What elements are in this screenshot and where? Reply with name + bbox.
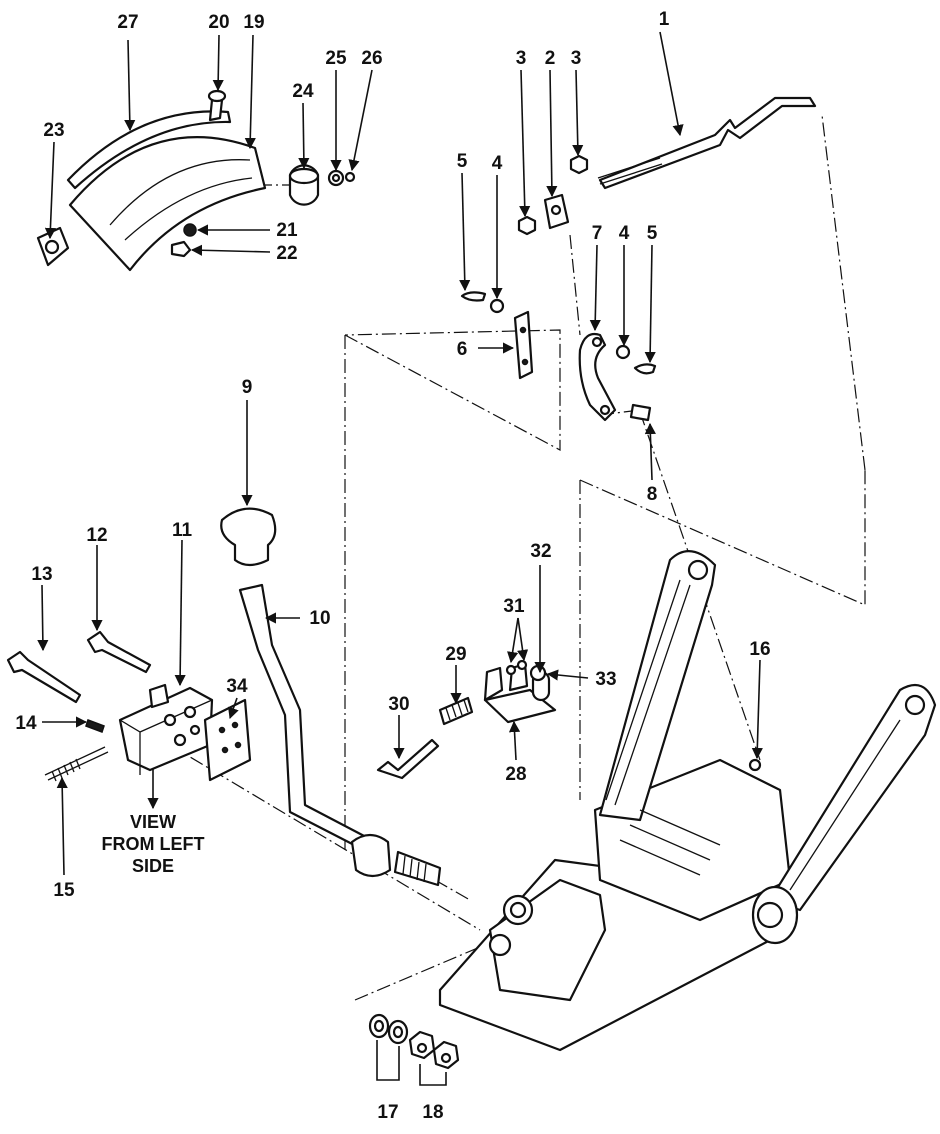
lever-7 [578,332,617,422]
callout-23: 23 [43,120,64,141]
spring-14 [85,719,105,733]
leader-lines [37,31,763,1086]
callout-18: 18 [422,1102,443,1123]
note-line-1: VIEW [130,812,176,832]
callout-19: 19 [243,12,264,33]
callout-4b: 4 [619,223,630,244]
knob-9 [220,507,277,567]
washer-4-right [615,344,631,360]
cotter-5-left [460,291,487,302]
callout-labels: 1 2 3 3 4 4 5 5 6 7 8 9 10 11 12 13 14 1… [15,9,770,1123]
callout-15: 15 [53,880,75,901]
washer-4-left [489,298,505,314]
callout-12: 12 [86,525,107,546]
fasteners-bottom [368,1013,460,1070]
callout-9: 9 [242,377,253,398]
callout-5b: 5 [647,223,658,244]
bracket-assembly [376,659,557,780]
callout-33: 33 [595,669,616,690]
view-note: VIEW FROM LEFT SIDE [102,812,205,876]
callout-14: 14 [15,713,37,734]
quadrant-assembly [36,89,356,272]
lift-arm-right [768,683,937,912]
callout-24: 24 [292,81,314,102]
callout-11: 11 [172,520,193,541]
callout-10: 10 [309,608,330,629]
pin-16 [748,758,762,772]
callout-5a: 5 [457,151,468,172]
callout-25: 25 [325,48,347,69]
nut-3-right [569,154,589,175]
pin-8 [629,403,652,422]
callout-3a: 3 [516,48,527,69]
callout-26: 26 [361,48,382,69]
callout-8: 8 [647,484,658,505]
valve-assembly [6,630,252,782]
lever-10 [238,583,370,850]
screw-20 [208,98,224,122]
callout-17: 17 [377,1102,398,1123]
upper-linkage [460,96,817,422]
spring-15 [44,746,109,782]
lever-assembly [220,507,442,887]
nut-22 [170,240,192,258]
main-housing [438,550,937,1052]
bolt-13 [6,650,82,704]
callout-16: 16 [749,639,770,660]
bolt-30 [376,738,440,780]
note-line-2: FROM LEFT [102,834,205,854]
callout-29: 29 [445,644,466,665]
note-line-3: SIDE [132,856,174,876]
spring-21 [183,223,197,237]
lift-arm-left [598,550,717,822]
washer-33 [529,664,547,682]
callout-6: 6 [457,339,468,360]
washer-26 [344,171,356,183]
callout-4a: 4 [492,153,503,174]
callout-13: 13 [31,564,52,585]
rod-1 [598,96,817,190]
link-6 [513,310,534,380]
callout-28: 28 [505,764,526,785]
callout-34: 34 [226,676,248,697]
callout-22: 22 [276,243,297,264]
cotter-5-right [633,363,657,375]
callout-31: 31 [503,596,525,617]
callout-32: 32 [530,541,551,562]
callout-27: 27 [117,12,138,33]
callout-21: 21 [276,220,298,241]
callout-1: 1 [659,9,670,30]
callout-7: 7 [592,223,603,244]
bolt-12 [86,630,152,674]
callout-30: 30 [388,694,409,715]
nut-3-left [517,215,537,236]
callout-3b: 3 [571,48,582,69]
callout-2: 2 [545,48,556,69]
callout-20: 20 [208,12,229,33]
